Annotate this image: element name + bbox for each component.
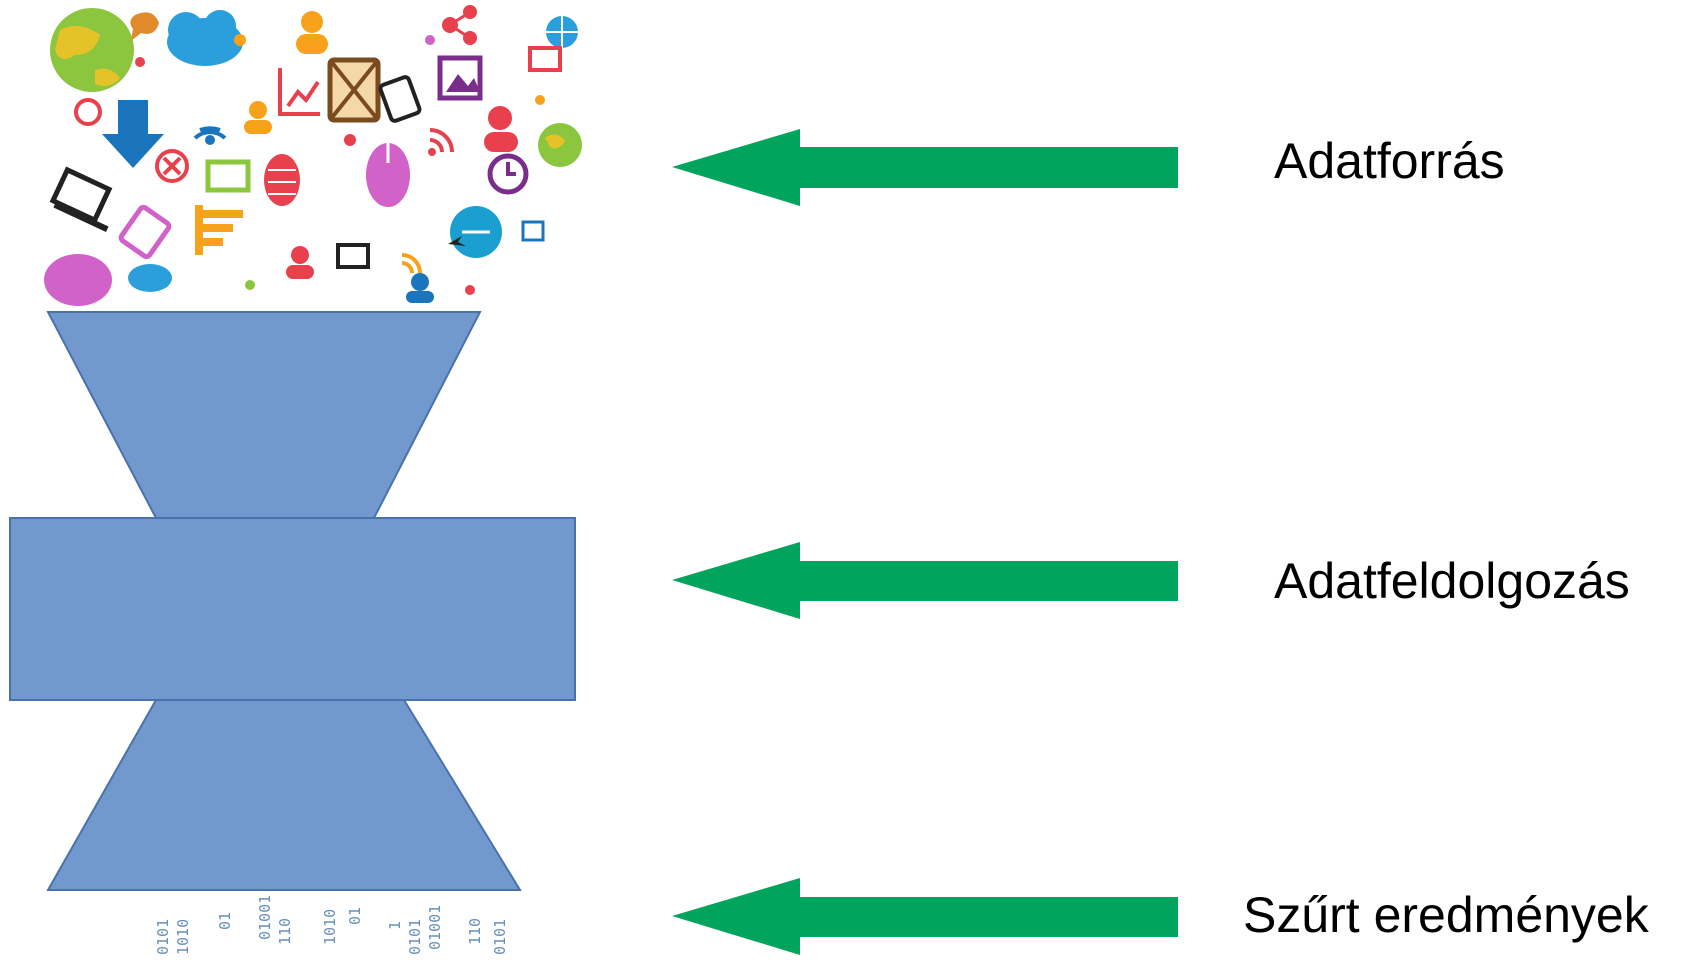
rss-icon	[401, 253, 422, 274]
stage-label-results: Szűrt eredmények	[1243, 887, 1649, 943]
binary-text: 0101	[491, 919, 509, 955]
binary-text: 110	[276, 918, 294, 945]
binary-text: 0101	[406, 919, 424, 955]
arrow-results	[672, 878, 1178, 955]
funnel-bottom-trapezoid	[46, 699, 522, 891]
mouse-icon	[366, 143, 410, 207]
binary-data-strip: 0101 1010 01 01001 110 1010 01 1 0101 01…	[154, 895, 509, 955]
person-icon	[296, 11, 328, 54]
person-icon	[406, 273, 434, 303]
rss-icon	[428, 128, 454, 156]
clock-icon	[487, 153, 529, 195]
stage-label-source: Adatforrás	[1274, 133, 1505, 189]
globe-icon	[538, 123, 582, 167]
laptop-icon	[49, 166, 113, 232]
binary-text: 0101	[154, 919, 172, 955]
bubble-icon	[44, 254, 112, 306]
image-icon	[521, 220, 545, 242]
binary-text: 110	[466, 918, 484, 945]
person-icon	[244, 101, 272, 134]
download-arrow-icon	[102, 100, 164, 168]
tablet-icon	[378, 75, 422, 123]
close-icon	[155, 149, 189, 183]
monitor-icon	[528, 46, 562, 72]
data-source-collage	[44, 5, 582, 306]
binary-text: 01	[216, 912, 234, 930]
stage-label-processing: Adatfeldolgozás	[1274, 553, 1630, 609]
binary-text: 1010	[174, 919, 192, 955]
cloud-icon	[128, 264, 172, 292]
dot-icon	[135, 34, 545, 295]
share-icon	[442, 5, 477, 45]
funnel-middle-rectangle	[9, 517, 576, 701]
stage-arrows	[672, 129, 1178, 955]
wifi-icon	[193, 126, 227, 145]
monitor-icon	[205, 159, 251, 193]
image-icon	[437, 55, 483, 101]
person-icon	[286, 246, 314, 279]
globe-icon	[50, 8, 134, 92]
binary-text: 01001	[426, 905, 444, 950]
laptop-icon	[336, 243, 370, 269]
cloud-icon	[167, 10, 243, 66]
funnel-shape	[9, 311, 576, 891]
arrow-source	[672, 129, 1178, 206]
person-icon	[484, 106, 518, 152]
envelope-icon	[327, 57, 381, 123]
binary-text: 01001	[256, 895, 274, 940]
bubble-icon	[130, 12, 159, 42]
cursor-icon	[448, 236, 466, 246]
funnel-top-trapezoid	[46, 311, 482, 519]
binary-text: 1	[386, 921, 404, 930]
binary-text: 01	[346, 907, 364, 925]
bug-icon	[264, 154, 300, 206]
arrow-processing	[672, 542, 1178, 619]
globe-icon	[546, 16, 578, 48]
chart-icon	[278, 68, 320, 116]
wifi-device-icon	[450, 206, 502, 258]
bar-chart-icon	[195, 205, 243, 255]
power-icon	[74, 98, 102, 126]
tablet-icon	[118, 204, 172, 260]
binary-text: 1010	[321, 909, 339, 945]
